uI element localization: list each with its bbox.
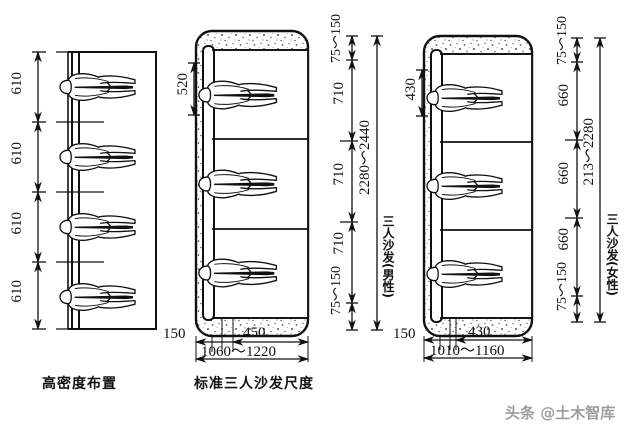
dimension-label-710-2: 710 <box>331 163 347 186</box>
series-label-three-seat-female: 三人沙发(女性) <box>605 213 619 296</box>
dimension-label-75-150-top-male: 75～150 <box>329 14 344 63</box>
panel-standard-three-seat-female <box>416 34 606 362</box>
dimension-label-610-3: 610 <box>9 212 25 235</box>
dimension-label-660-2: 660 <box>556 162 572 185</box>
dimension-label-710-3: 710 <box>331 232 347 255</box>
dimension-label-overall-width-female: 1010～1160 <box>430 343 505 359</box>
dimension-label-75-150-bottom-male: 75～150 <box>329 266 344 315</box>
dimension-label-660-1: 660 <box>556 84 572 107</box>
dimension-label-75-150-top-female: 75～150 <box>555 16 570 65</box>
dimension-label-710-1: 710 <box>331 82 347 105</box>
dimension-label-150-female: 150 <box>393 326 416 342</box>
dimension-label-520: 520 <box>175 73 191 96</box>
dimension-label-610-4: 610 <box>9 280 25 303</box>
dimension-label-610-2: 610 <box>9 142 25 165</box>
panel-high-density <box>32 50 157 331</box>
dimension-label-overall-depth-male: 2280～2440 <box>357 120 373 195</box>
panel-caption-high-density: 高密度布置 <box>42 376 117 392</box>
dimension-label-660-3: 660 <box>556 228 572 251</box>
series-label-three-seat-male: 三人沙发(男性) <box>381 215 395 298</box>
dimension-label-610-1: 610 <box>9 72 25 95</box>
dimension-label-overall-depth-female: 213～2280 <box>581 118 597 186</box>
panel-standard-three-seat-male <box>188 29 383 363</box>
dimension-label-450: 450 <box>243 325 266 341</box>
dimension-label-430-depth: 430 <box>403 78 419 101</box>
dimension-label-overall-width-male: 1060～1220 <box>201 344 277 360</box>
panel-caption-standard-sofa: 标准三人沙发尺度 <box>194 376 314 392</box>
dimension-label-150-male: 150 <box>163 326 186 342</box>
dimension-label-75-150-bottom-female: 75～150 <box>555 262 570 311</box>
dimension-label-430-width: 430 <box>468 324 491 340</box>
watermark-text: 头条 @土木智库 <box>505 404 616 422</box>
